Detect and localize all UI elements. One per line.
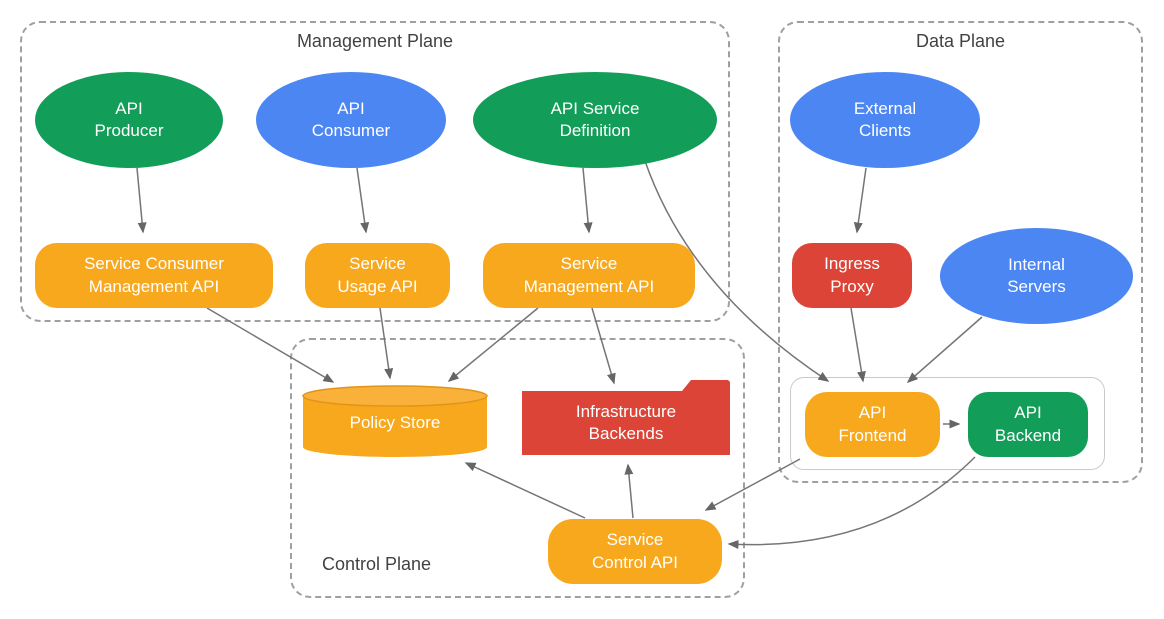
node-service-control-api: Service Control API — [548, 519, 722, 584]
node-internal-servers: Internal Servers — [940, 228, 1133, 324]
management-plane-box: Management Plane — [20, 21, 730, 322]
management-plane-title: Management Plane — [296, 31, 454, 51]
edge-api-service-definition-to-service-management-api — [582, 167, 593, 234]
edge-service-usage-api-to-policy-store — [379, 307, 394, 380]
data-plane-box: Data Plane — [778, 21, 1143, 483]
edge-internal-servers-to-api-frontend — [906, 316, 983, 383]
control-plane-title: Control Plane — [322, 554, 432, 574]
edge-api-backend-to-service-control-api — [727, 456, 976, 549]
node-api-consumer: API Consumer — [256, 72, 446, 168]
node-api-frontend: API Frontend — [805, 392, 940, 457]
edge-api-service-definition-to-api-frontend — [644, 160, 830, 382]
policy-store-cylinder-shape — [302, 385, 488, 457]
edge-service-control-api-to-infrastructure-backends — [624, 463, 634, 519]
edge-service-consumer-management-api-to-policy-store — [206, 307, 335, 383]
node-ingress-proxy: Ingress Proxy — [792, 243, 912, 308]
node-api-service-definition: API Service Definition — [473, 72, 717, 168]
node-external-clients: External Clients — [790, 72, 980, 168]
edge-service-control-api-to-policy-store — [464, 462, 586, 519]
edge-api-producer-to-service-consumer-management-api — [136, 167, 147, 234]
edge-external-clients-to-ingress-proxy — [853, 167, 867, 234]
node-api-producer: API Producer — [35, 72, 223, 168]
infrastructure-backends-folder-shape — [522, 380, 730, 455]
node-service-consumer-management-api: Service Consumer Management API — [35, 243, 273, 308]
node-api-backend: API Backend — [968, 392, 1088, 457]
node-service-management-api: Service Management API — [483, 243, 695, 308]
edge-service-management-api-to-policy-store — [447, 307, 539, 382]
node-service-usage-api: Service Usage API — [305, 243, 450, 308]
edge-api-frontend-to-service-control-api — [704, 458, 801, 511]
control-plane-box: Control Plane — [290, 338, 745, 598]
data-plane-title: Data Plane — [915, 31, 1006, 51]
edge-service-management-api-to-infrastructure-backends — [591, 307, 616, 385]
edge-ingress-proxy-to-api-frontend — [850, 307, 866, 383]
edge-api-consumer-to-service-usage-api — [356, 167, 370, 234]
